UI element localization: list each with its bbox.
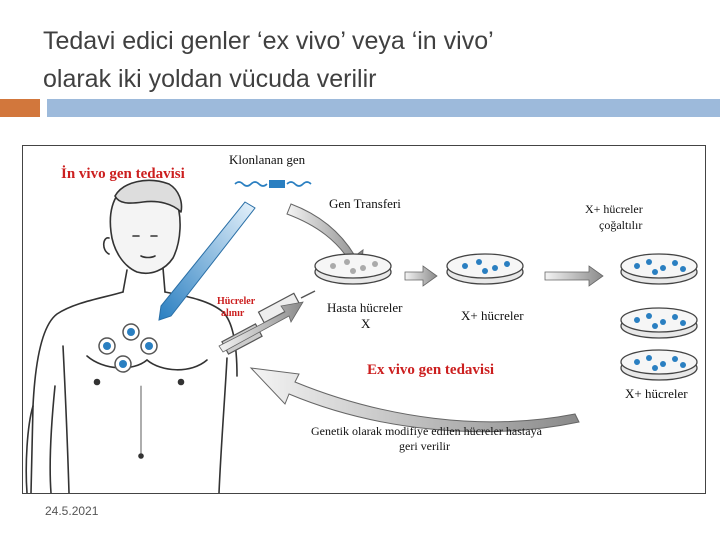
diagram-artwork <box>25 179 698 493</box>
cloned-gene-strand <box>234 180 312 188</box>
cloned-gene-label: Klonlanan gen <box>229 152 306 167</box>
title-line-2: olarak iki yoldan vücuda verilir <box>43 65 377 93</box>
dish-expanded-1 <box>620 253 698 285</box>
ex-vivo-return-arrow <box>249 367 580 433</box>
gene-therapy-diagram: İn vivo gen tedavisi Klonlanan gen Gen T… <box>22 145 706 494</box>
dish-transduced <box>446 253 524 285</box>
arrow-dish-1-2 <box>404 265 438 287</box>
cells-taken-label-1: Hücreler <box>217 296 256 307</box>
x-plus-cells-right-label: X+ hücreler <box>625 386 688 401</box>
slide-title: Tedavi edici genler ‘ex vivo’ veya ‘in v… <box>43 22 683 98</box>
x-plus-cells-mid-label: X+ hücreler <box>461 308 524 323</box>
chest-cells <box>98 323 158 373</box>
arrow-dish-2-3 <box>544 265 604 287</box>
ex-vivo-title: Ex vivo gen tedavisi <box>367 362 495 378</box>
reinfuse-label-2: geri verilir <box>399 439 450 453</box>
x-plus-expand-label-1: X+ hücreler <box>585 202 643 216</box>
slide-date: 24.5.2021 <box>45 504 99 518</box>
dish-expanded-2 <box>620 307 698 339</box>
accent-bar-blue <box>47 99 720 117</box>
in-vivo-arrow <box>158 201 256 321</box>
gene-transfer-label: Gen Transferi <box>329 196 401 211</box>
dish-patient <box>314 253 392 285</box>
patient-figure <box>25 179 238 493</box>
dish-expanded-3 <box>620 349 698 381</box>
cells-taken-arrow <box>218 301 304 353</box>
reinfuse-label-1: Genetik olarak modifiye edilen hücreler … <box>311 424 542 438</box>
cells-taken-label-2: alınır <box>221 308 245 319</box>
title-line-1: Tedavi edici genler ‘ex vivo’ veya ‘in v… <box>43 27 494 55</box>
patient-cells-label-1: Hasta hücreler <box>327 300 403 315</box>
in-vivo-title: İn vivo gen tedavisi <box>61 166 185 182</box>
x-plus-expand-label-2: çoğaltılır <box>599 218 643 232</box>
patient-cells-label-2: X <box>361 316 371 331</box>
accent-bar-orange <box>0 99 40 117</box>
